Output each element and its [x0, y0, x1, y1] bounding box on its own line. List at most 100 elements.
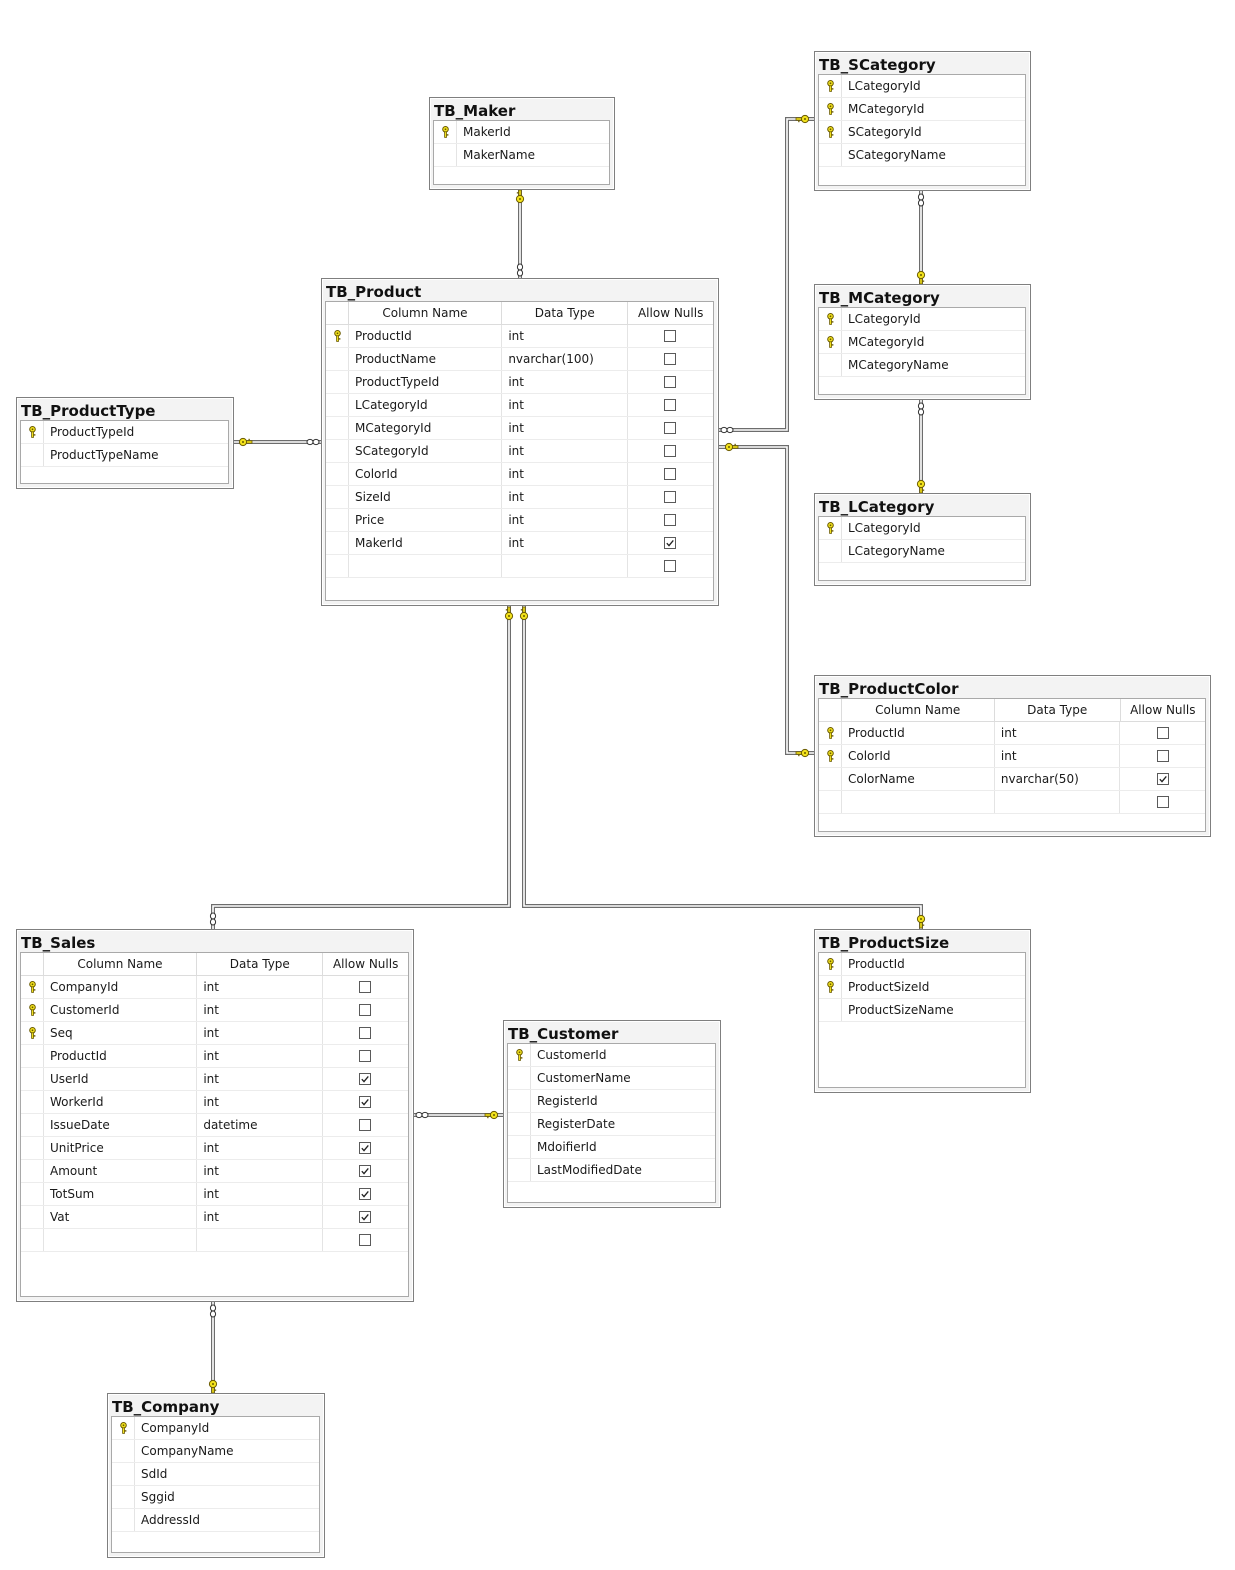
table-title[interactable]: TB_Company: [112, 1398, 220, 1416]
data-type[interactable]: int: [196, 1206, 322, 1228]
column-name[interactable]: LastModifiedDate: [530, 1159, 715, 1181]
data-type[interactable]: int: [196, 1091, 322, 1113]
column-name[interactable]: SCategoryName: [841, 144, 1025, 166]
allow-nulls-cell[interactable]: [626, 486, 713, 508]
allow-nulls-checkbox[interactable]: [359, 1004, 372, 1016]
allow-nulls-cell[interactable]: [321, 1160, 408, 1182]
data-type[interactable]: datetime: [196, 1114, 322, 1136]
data-type[interactable]: int: [196, 999, 322, 1021]
column-name[interactable]: [348, 555, 501, 577]
allow-nulls-header[interactable]: Allow Nulls: [1119, 699, 1205, 721]
allow-nulls-cell[interactable]: [321, 1183, 408, 1205]
table-title[interactable]: TB_MCategory: [819, 289, 940, 307]
column-name[interactable]: IssueDate: [43, 1114, 196, 1136]
column-row[interactable]: RegisterId: [508, 1090, 715, 1113]
column-name[interactable]: SCategoryId: [841, 121, 1025, 143]
allow-nulls-header[interactable]: Allow Nulls: [627, 302, 713, 324]
table-title[interactable]: TB_SCategory: [819, 56, 936, 74]
column-name[interactable]: ProductTypeId: [43, 421, 228, 443]
column-name[interactable]: ProductSizeName: [841, 999, 1025, 1021]
allow-nulls-checkbox[interactable]: [359, 1119, 372, 1131]
allow-nulls-checkbox[interactable]: [359, 981, 372, 993]
column-row[interactable]: ProductId: [819, 953, 1025, 976]
allow-nulls-checkbox-checked[interactable]: [664, 537, 677, 549]
data-type[interactable]: int: [501, 463, 627, 485]
column-name[interactable]: ColorId: [841, 745, 994, 767]
allow-nulls-cell[interactable]: [1119, 745, 1205, 767]
column-row[interactable]: CustomerName: [508, 1067, 715, 1090]
column-row[interactable]: LCategoryName: [819, 540, 1025, 563]
allow-nulls-header[interactable]: Allow Nulls: [322, 953, 408, 975]
column-row[interactable]: ProductSizeName: [819, 999, 1025, 1022]
column-name[interactable]: ProductTypeName: [43, 444, 228, 466]
allow-nulls-checkbox[interactable]: [1156, 796, 1169, 808]
allow-nulls-checkbox[interactable]: [664, 445, 677, 457]
column-name[interactable]: ProductId: [348, 325, 501, 347]
column-name[interactable]: Vat: [43, 1206, 196, 1228]
column-row[interactable]: LastModifiedDate: [508, 1159, 715, 1182]
allow-nulls-cell[interactable]: [321, 999, 408, 1021]
column-name[interactable]: ColorId: [348, 463, 501, 485]
allow-nulls-checkbox[interactable]: [359, 1050, 372, 1062]
data-type[interactable]: int: [501, 371, 627, 393]
data-type[interactable]: int: [196, 1137, 322, 1159]
column-row[interactable]: MCategoryId: [819, 98, 1025, 121]
column-row[interactable]: LCategoryId: [819, 517, 1025, 540]
allow-nulls-checkbox-checked[interactable]: [1156, 773, 1169, 785]
allow-nulls-checkbox-checked[interactable]: [359, 1096, 372, 1108]
allow-nulls-cell[interactable]: [1119, 791, 1205, 813]
data-type[interactable]: [501, 555, 627, 577]
allow-nulls-cell[interactable]: [321, 1229, 408, 1251]
allow-nulls-cell[interactable]: [626, 463, 713, 485]
allow-nulls-checkbox[interactable]: [1156, 727, 1169, 739]
column-row[interactable]: MCategoryId: [819, 331, 1025, 354]
allow-nulls-checkbox-checked[interactable]: [359, 1211, 372, 1223]
column-row[interactable]: CompanyName: [112, 1440, 319, 1463]
allow-nulls-checkbox[interactable]: [664, 353, 677, 365]
column-name[interactable]: ProductSizeId: [841, 976, 1025, 998]
data-type[interactable]: [196, 1229, 322, 1251]
column-name[interactable]: CompanyId: [134, 1417, 319, 1439]
table-title[interactable]: TB_Maker: [434, 102, 516, 120]
column-row[interactable]: ProductTypeName: [21, 444, 228, 467]
allow-nulls-cell[interactable]: [321, 1206, 408, 1228]
column-name[interactable]: SizeId: [348, 486, 501, 508]
data-type[interactable]: int: [501, 325, 627, 347]
allow-nulls-cell[interactable]: [626, 348, 713, 370]
allow-nulls-cell[interactable]: [321, 1068, 408, 1090]
allow-nulls-checkbox[interactable]: [359, 1027, 372, 1039]
data-type[interactable]: int: [501, 509, 627, 531]
column-name[interactable]: CustomerId: [43, 999, 196, 1021]
data-type[interactable]: int: [501, 440, 627, 462]
column-row[interactable]: SdId: [112, 1463, 319, 1486]
data-type[interactable]: int: [501, 417, 627, 439]
allow-nulls-cell[interactable]: [321, 1045, 408, 1067]
column-name[interactable]: SdId: [134, 1463, 319, 1485]
data-type[interactable]: nvarchar(50): [993, 768, 1119, 790]
allow-nulls-cell[interactable]: [626, 325, 713, 347]
allow-nulls-cell[interactable]: [626, 440, 713, 462]
column-name-header[interactable]: Column Name: [42, 953, 197, 975]
column-name[interactable]: SCategoryId: [348, 440, 501, 462]
column-name[interactable]: MCategoryId: [348, 417, 501, 439]
